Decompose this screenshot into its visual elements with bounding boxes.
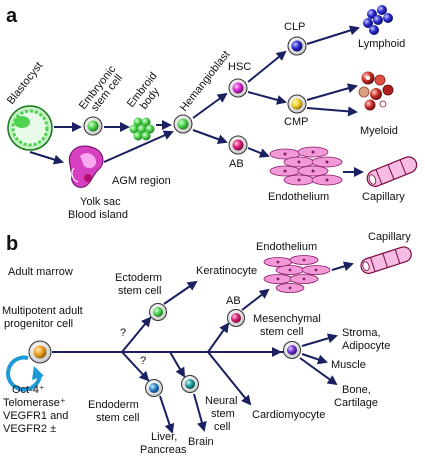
yolk-sac-label-2: Blood island (68, 209, 128, 221)
endothelium-cells-a (269, 146, 343, 186)
liver-label-2: Pancreas (140, 444, 187, 456)
cmp-cell (287, 94, 307, 114)
vegfr1-label: VEGFR1 and (3, 410, 68, 422)
bone-label-2: Cartilage (334, 397, 378, 409)
ectoderm-label-1: Ectoderm (115, 272, 162, 284)
blastocyst-label: Blastocyst (5, 60, 45, 107)
hemangioblast-cell (173, 114, 193, 134)
stroma-label-1: Stroma, (342, 327, 381, 339)
lymphoid-cluster (363, 5, 393, 35)
ab-cell-b (227, 309, 245, 327)
mesenchymal-label-2: stem cell (260, 326, 303, 338)
mapc-label-2: progenitor cell (4, 318, 73, 330)
ab-label-b: AB (226, 295, 241, 307)
panel-a-arrows (29, 25, 364, 177)
keratinocyte-label: Keratinocyte (196, 265, 257, 277)
oct4-label: Oct-4⁺ (12, 384, 45, 396)
myeloid-cluster (358, 71, 394, 111)
ab-label-a: AB (229, 158, 244, 170)
panel-b-letter: b (6, 233, 18, 255)
mapc-cell (28, 340, 52, 364)
question-mark-1: ? (120, 327, 126, 339)
mesenchymal-label-1: Mesenchymal (253, 313, 321, 325)
self-renewal-arrow-icon (6, 355, 44, 392)
cardiomyocyte-label: Cardiomyocyte (252, 409, 325, 421)
hsc-label: HSC (228, 61, 251, 73)
liver-label-1: Liver, (151, 431, 177, 443)
brain-label: Brain (188, 436, 214, 448)
hemangioblast-label: Hemangioblast (178, 49, 233, 114)
ectoderm-label-2: stem cell (118, 285, 161, 297)
panel-b-arrows (52, 261, 354, 434)
lymphoid-label: Lymphoid (358, 38, 405, 50)
capillary-label-a: Capillary (362, 191, 405, 203)
endoderm-label-1: Endoderm (88, 399, 139, 411)
capillary-a (366, 156, 418, 187)
neural-label-3: cell (214, 421, 231, 433)
neural-stem-cell (181, 375, 199, 393)
myeloid-label: Myeloid (360, 125, 398, 137)
endoderm-stem-cell (145, 379, 163, 397)
clp-cell (287, 36, 307, 56)
hsc-cell (228, 78, 248, 98)
endothelium-label-a: Endothelium (268, 191, 329, 203)
ectoderm-stem-cell (149, 303, 167, 321)
cmp-label: CMP (284, 116, 308, 128)
telomerase-label: Telomerase⁺ (3, 397, 66, 409)
neural-label-2: stem (211, 408, 235, 420)
stroma-label-2: Adipocyte (342, 340, 390, 352)
panel-a-letter: a (6, 5, 18, 27)
yolk-sac-label-1: Yolk sac (80, 196, 121, 208)
neural-label-1: Neural (205, 395, 237, 407)
ab-cell-a (228, 135, 248, 155)
endoderm-label-2: stem cell (96, 412, 139, 424)
adult-marrow-label: Adult marrow (8, 266, 73, 278)
mapc-label-1: Multipotent adult (2, 305, 83, 317)
vegfr2-label: VEGFR2 ± (3, 423, 56, 435)
muscle-label: Muscle (331, 359, 366, 371)
mesenchymal-stem-cell (283, 341, 301, 359)
yolk-sac-embryo (68, 145, 104, 188)
endothelium-label-b: Endothelium (256, 241, 317, 253)
capillary-b (360, 246, 412, 274)
bone-label-1: Bone, (342, 384, 371, 396)
question-mark-2: ? (140, 355, 146, 367)
embryonic-stem-cell (83, 116, 103, 136)
blastocyst-cell (7, 105, 53, 151)
clp-label: CLP (284, 21, 305, 33)
endothelium-cells-b (263, 255, 331, 293)
embryoid-body (129, 117, 155, 141)
capillary-label-b: Capillary (368, 231, 411, 243)
agm-region-label: AGM region (112, 175, 171, 187)
